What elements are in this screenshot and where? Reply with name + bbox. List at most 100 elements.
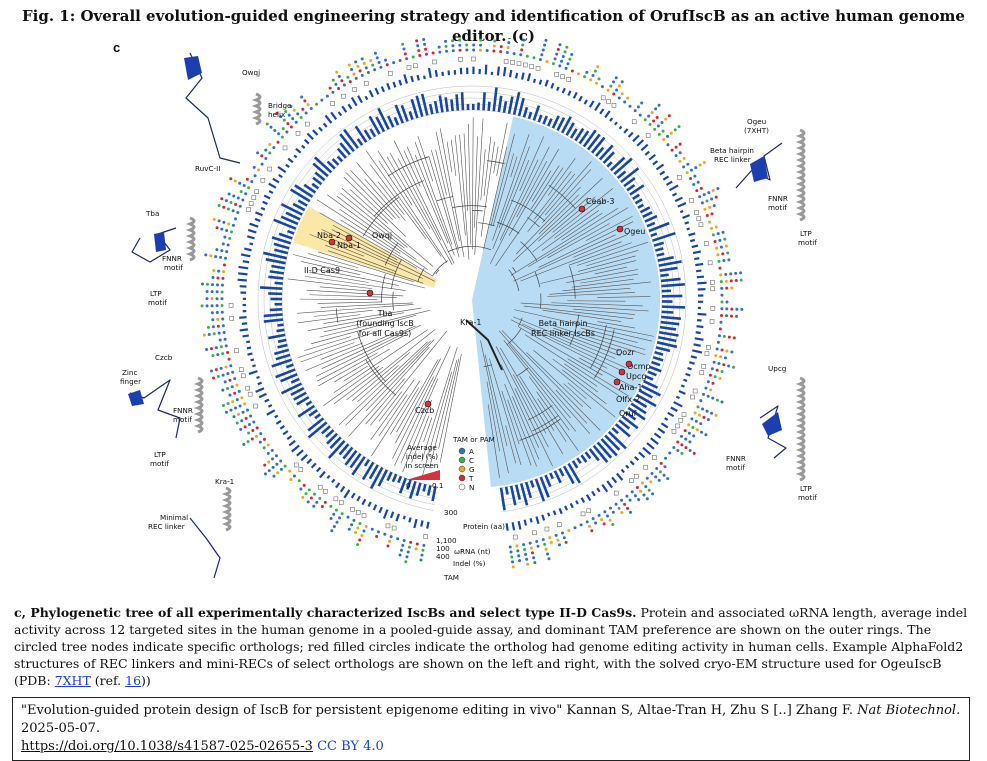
tam-dot — [379, 66, 382, 69]
tam-dot — [686, 171, 689, 174]
tree-arc — [388, 157, 429, 176]
tam-dot — [232, 194, 235, 197]
wrna-length-bar — [352, 98, 357, 106]
indel-legend-title-3: in screen — [406, 461, 439, 470]
figure-caption: c, Phylogenetic tree of all experimental… — [14, 604, 976, 689]
indel-marker — [697, 217, 701, 221]
tam-legend-label: N — [469, 483, 474, 492]
wrna-length-bar — [536, 517, 538, 524]
tam-dot — [238, 390, 241, 393]
indel-marker — [331, 101, 335, 105]
tam-dot — [653, 128, 656, 131]
protein-length-bar — [358, 139, 362, 145]
tam-dot — [275, 454, 278, 457]
node-label-olfx2: Olfx-2 — [616, 395, 640, 404]
wrna-length-bar — [238, 280, 247, 281]
kra1-helix — [226, 488, 230, 530]
indel-marker — [248, 392, 252, 396]
tam-dot — [668, 451, 671, 454]
tam-dot — [740, 308, 743, 311]
tam-dot — [621, 92, 624, 95]
tam-dot — [285, 130, 288, 133]
tam-dot — [241, 198, 244, 201]
tam-dot — [299, 488, 302, 491]
tam-dot — [334, 83, 337, 86]
wrna-length-bar — [687, 228, 690, 229]
tam-dot — [264, 149, 267, 152]
struct-label-beta-rec-2: REC linker — [714, 155, 751, 164]
tam-dot — [571, 70, 574, 73]
protein-length-bar — [657, 254, 664, 256]
tam-dot — [277, 141, 280, 144]
wrna-length-bar — [654, 433, 660, 437]
tam-dot — [672, 446, 675, 449]
tam-dot — [594, 70, 597, 73]
tree-branch — [310, 295, 397, 298]
wrna-length-bar — [283, 431, 288, 434]
tam-dot — [540, 53, 543, 56]
tam-dot — [562, 55, 565, 58]
ring-label-protein: Protein (aa) — [463, 522, 505, 531]
tam-dot — [213, 332, 216, 335]
tam-dot — [210, 369, 213, 372]
tam-dot — [246, 178, 249, 181]
tam-dot — [679, 151, 682, 154]
tam-dot — [211, 290, 214, 293]
indel-legend-title-2: indel (%) — [406, 452, 438, 461]
tam-dot — [730, 308, 733, 311]
indel-marker — [517, 62, 521, 66]
tam-dot — [415, 547, 418, 550]
doi-link[interactable]: https://doi.org/10.1038/s41587-025-02655… — [21, 739, 313, 754]
tam-dot — [530, 546, 533, 549]
tam-dot — [680, 452, 683, 455]
protein-length-bar — [506, 487, 507, 495]
license-link[interactable]: CC BY 4.0 — [317, 739, 384, 754]
tam-dot — [654, 475, 657, 478]
wrna-length-bar — [689, 233, 696, 235]
tam-dot — [399, 554, 402, 557]
tam-dot — [701, 407, 704, 410]
tam-dot — [465, 44, 468, 47]
indel-marker — [634, 474, 638, 478]
tam-dot — [361, 74, 364, 77]
indel-marker — [239, 368, 243, 372]
tam-dot — [595, 82, 598, 85]
tam-dot — [223, 236, 226, 239]
tam-dot — [356, 65, 359, 68]
tam-dot — [720, 314, 723, 317]
protein-length-bar — [658, 337, 676, 341]
ortholog-dot — [617, 226, 623, 232]
tam-dot — [651, 472, 654, 475]
ref-link[interactable]: 16 — [125, 673, 141, 688]
tam-dot — [206, 290, 209, 293]
tam-dot — [251, 429, 254, 432]
tam-dot — [564, 50, 567, 53]
tam-dot — [721, 252, 724, 255]
tam-dot — [346, 76, 349, 79]
tam-dot — [479, 39, 482, 42]
tree-branch — [350, 170, 395, 218]
wrna-length-bar — [585, 100, 587, 104]
protein-length-bar — [636, 199, 643, 203]
tam-dot — [373, 68, 376, 71]
protein-length-bar — [648, 372, 657, 375]
tam-dot — [286, 122, 289, 125]
protein-length-bar — [662, 307, 685, 308]
wrna-length-bar — [336, 483, 339, 488]
tam-dot — [218, 332, 221, 335]
tam-dot — [216, 290, 219, 293]
tam-dot — [720, 321, 723, 324]
tam-dot — [543, 543, 546, 546]
tam-dot — [303, 99, 306, 102]
tam-dot — [689, 449, 692, 452]
wrna-length-bar — [574, 92, 577, 98]
wrna-length-bar — [374, 505, 377, 510]
tree-branch — [415, 155, 454, 255]
tam-dot — [556, 539, 559, 542]
protein-length-bar — [550, 473, 552, 479]
tree-branch — [379, 392, 402, 422]
tam-dot — [271, 449, 274, 452]
pdb-link[interactable]: 7XHT — [55, 673, 91, 688]
tam-dot — [655, 467, 658, 470]
